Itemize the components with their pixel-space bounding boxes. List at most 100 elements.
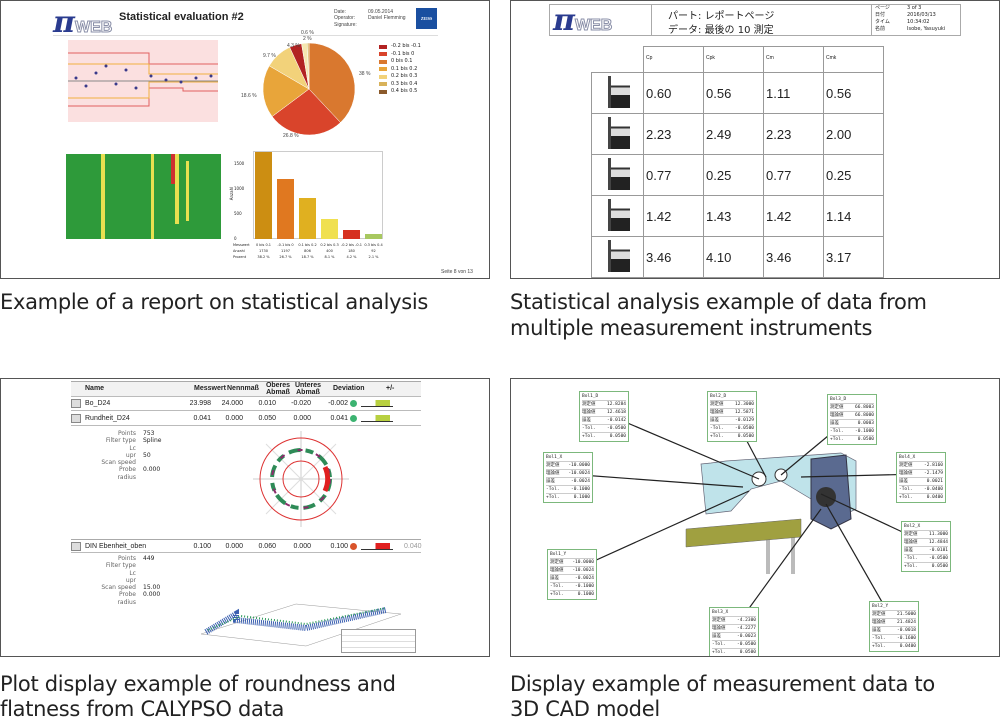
callout-value: 0.0500 (609, 434, 626, 439)
status-dot (350, 415, 357, 422)
legend-swatch (379, 52, 387, 57)
legend-swatch (379, 44, 387, 49)
legend-label: 0 bis 0.1 (391, 58, 413, 64)
meta-label: 名前 (875, 26, 886, 32)
callout-value: 12.5871 (735, 410, 754, 415)
cell-nenn: 24.000 (221, 400, 243, 407)
callout-value: 0.0400 (899, 644, 916, 649)
param-row: Filter type Spline (101, 437, 162, 445)
callout-row: -Tol.-0.0500 (712, 640, 756, 648)
callout-label: 測定値 (546, 463, 560, 468)
callout-label: 誤差 (710, 418, 719, 423)
pie-value-label: 9.7 % (263, 53, 276, 59)
bar-percent: 38.2 % (257, 255, 270, 259)
bar-count: 180 (348, 249, 355, 253)
cell-ob: 0.060 (258, 543, 276, 550)
date-label: Date: (334, 9, 346, 15)
header-cpk: Cpk (703, 46, 764, 73)
callout-row: 誤差-0.0181 (904, 546, 948, 554)
pie-slice-0 (308, 42, 356, 123)
capability-value: 4.10 (703, 236, 764, 278)
deviation-bar (361, 543, 393, 550)
callout-title: Bol2_X (904, 524, 921, 529)
cell-name: Rundheit_D24 (85, 415, 130, 422)
y-tick-label: 500 (234, 210, 242, 216)
meta-value: Isobe, Yasuyuki (907, 26, 946, 32)
callout-label: +Tol. (899, 495, 913, 500)
pie-slice-6 (307, 42, 310, 90)
table-header-row: Cp Cpk Cm Cmk (592, 46, 884, 73)
param-label: Filter type (105, 437, 136, 445)
callout-value: -10.0000 (568, 463, 590, 468)
bar-category: 0.1 bis 0.2 (298, 243, 317, 247)
callout-label: 理論値 (550, 568, 564, 573)
param-label: Lc (129, 444, 136, 452)
callout-row: 誤差-0.0018 (872, 626, 916, 634)
legend-item: 0 bis 0.1 (379, 58, 421, 66)
flatness-3d-plot (200, 603, 402, 647)
header-nennmass: Nennmaß (227, 385, 259, 392)
callout-label: -Tol. (904, 556, 918, 561)
legend-item: 0.1 bis 0.2 (379, 66, 421, 74)
callout-label: -Tol. (546, 487, 560, 492)
capability-value: 0.25 (703, 154, 764, 196)
legend-swatch (379, 89, 387, 94)
histogram-bar (255, 152, 272, 239)
capability-value: 0.56 (823, 72, 884, 114)
callout-row: -Tol.-0.0500 (582, 424, 626, 432)
param-value: Spline (143, 437, 162, 445)
bar-count: 1730 (259, 249, 268, 253)
y-axis-label: Anzahl (229, 186, 235, 201)
callout-row: 誤差-0.0129 (710, 416, 754, 424)
cell-un: -0.020 (291, 400, 311, 407)
callout-value: 21.5000 (897, 612, 916, 617)
callout-row: 誤差-0.0024 (550, 574, 594, 582)
callout-label: -Tol. (710, 426, 724, 431)
cell-mess: 0.100 (193, 543, 211, 550)
cell-extra: 0.040 (404, 543, 422, 550)
callout-row: -Tol.-0.1600 (872, 634, 916, 642)
header-divider (53, 35, 438, 36)
callout-label: 誤差 (712, 634, 721, 639)
param-label: Filter type (105, 562, 136, 570)
leader-line (571, 490, 750, 572)
pie-value-label: 38 % (359, 71, 371, 77)
cmm-machine-icon (607, 239, 630, 272)
header-plus-minus: +/- (386, 385, 395, 392)
capability-value: 3.46 (643, 236, 704, 278)
callout-label: 理論値 (546, 471, 560, 476)
piweb-logo: πWEB (553, 3, 613, 38)
capability-value: 2.23 (643, 113, 704, 155)
page-footer: Seite 8 von 13 (441, 269, 473, 275)
callout-row: -Tol.-0.1000 (550, 582, 594, 590)
callout-title: Bol3_D (830, 397, 847, 402)
param-label: Scan speed (101, 459, 136, 467)
leader-line (603, 412, 760, 480)
callout-label: 測定値 (872, 612, 886, 617)
callout-value: -10.0024 (568, 471, 590, 476)
callout-label: -Tol. (582, 426, 596, 431)
cell-mess: 0.041 (193, 415, 211, 422)
data-label: データ: (668, 25, 702, 36)
